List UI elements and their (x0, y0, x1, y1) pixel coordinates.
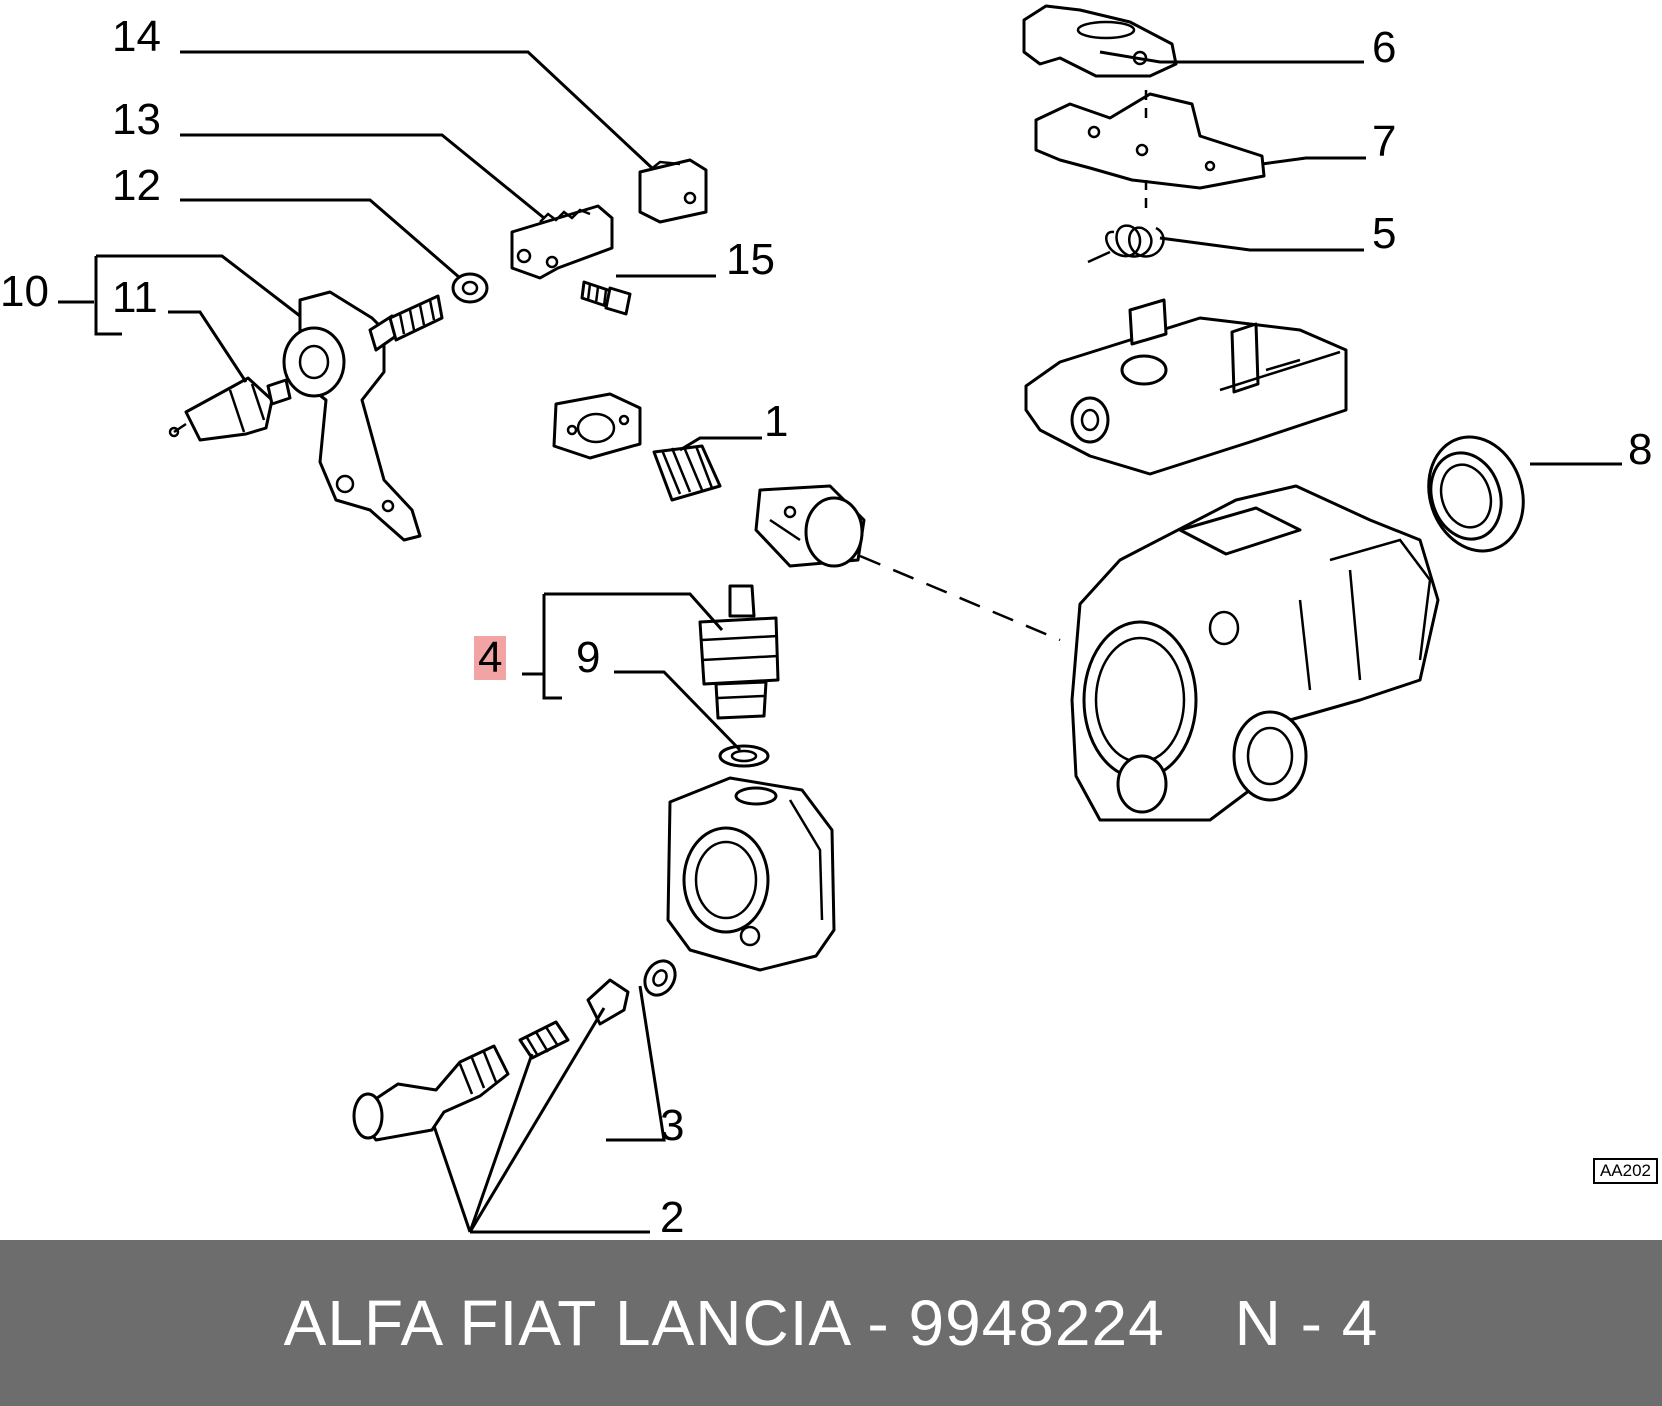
callout-5: 5 (1372, 209, 1397, 258)
callout-4: 4 (474, 636, 507, 680)
callout-13: 13 (112, 95, 161, 144)
part-8-seal (1427, 435, 1525, 553)
piston-sleeve (754, 484, 866, 568)
callout-15: 15 (726, 235, 775, 284)
part-4-valve (698, 584, 780, 720)
part-13-block (510, 204, 614, 280)
footer-part-title: ALFA FIAT LANCIA - 9948224 (283, 1287, 1165, 1359)
part-7-plate (1034, 92, 1266, 190)
part-1-gasket-spring (552, 392, 722, 502)
callout-6: 6 (1372, 23, 1397, 72)
part-15-screw (580, 280, 632, 316)
callout-7: 7 (1372, 117, 1397, 166)
leader-lines (58, 50, 1622, 1234)
diagram-drawing (58, 4, 1622, 1234)
end-plate (666, 776, 836, 972)
callout-1: 1 (764, 397, 789, 446)
pump-body (1070, 484, 1440, 822)
callout-9: 9 (576, 633, 601, 682)
part-9-washer (718, 744, 770, 768)
callout-12: 12 (112, 161, 161, 210)
footer-bar: ALFA FIAT LANCIA - 9948224 N - 4 (0, 1240, 1662, 1406)
callout-8: 8 (1628, 425, 1653, 474)
part-2-fitting (352, 978, 630, 1142)
part-10-assembly (282, 290, 444, 542)
callout-3: 3 (660, 1101, 685, 1150)
footer-position: N - 4 (1234, 1287, 1379, 1359)
exploded-parts-diagram: 14 13 12 10 11 15 6 7 5 8 1 4 9 3 2 AA20… (0, 4, 1658, 1242)
callout-10: 10 (0, 267, 49, 316)
part-14-bracket (638, 158, 708, 224)
drawing-code-label: AA202 (1592, 1158, 1658, 1184)
part-6-plate (1022, 4, 1178, 78)
part-3-washer (643, 959, 677, 997)
callout-14: 14 (112, 12, 161, 61)
part-11-sensor (168, 376, 292, 442)
part-5-spring (1087, 224, 1165, 264)
callout-2: 2 (660, 1193, 685, 1242)
governor-housing (1024, 298, 1348, 476)
part-12-nut (451, 272, 489, 304)
callout-11: 11 (112, 273, 158, 322)
